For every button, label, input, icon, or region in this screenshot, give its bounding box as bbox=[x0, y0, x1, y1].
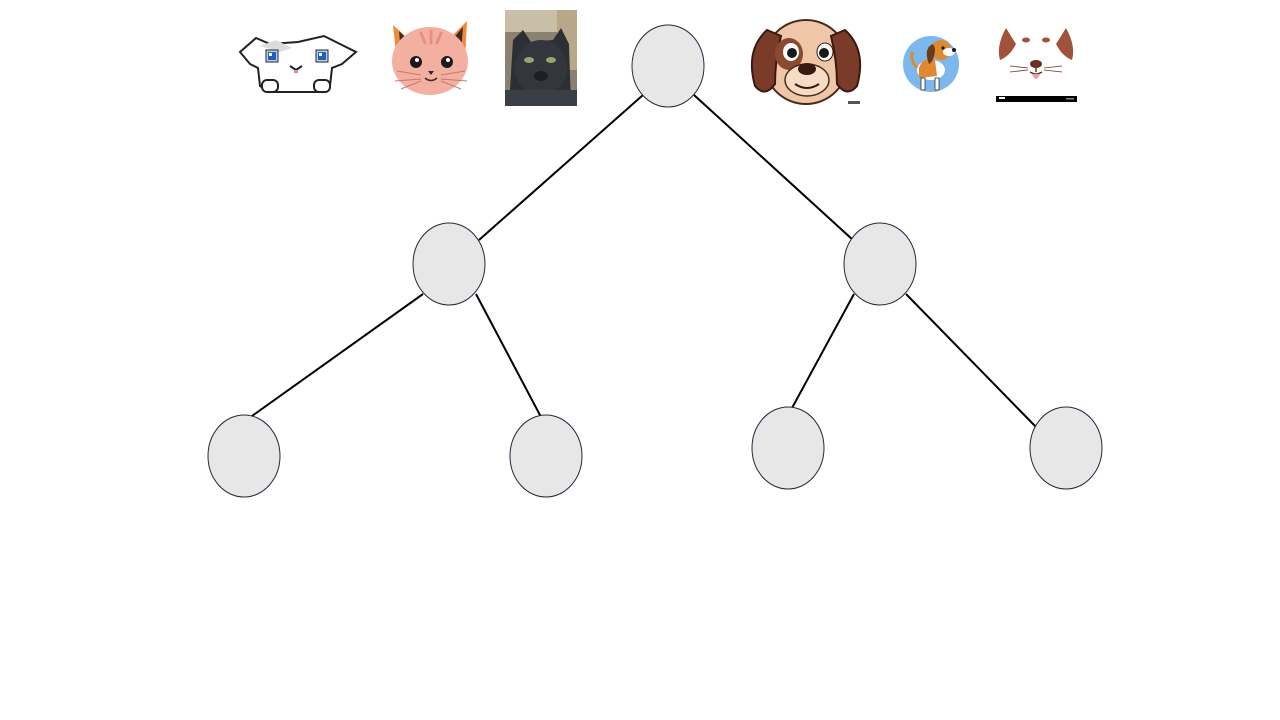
pixel-white-cat-image[interactable] bbox=[238, 34, 358, 93]
leaf-node-2[interactable] bbox=[509, 414, 583, 498]
photo-black-cat-image[interactable] bbox=[505, 10, 577, 106]
leaf-node-4[interactable] bbox=[1029, 406, 1103, 490]
cartoon-orange-cat-image[interactable] bbox=[392, 21, 468, 95]
edge-left-leaf1 bbox=[251, 293, 424, 417]
edge-root-left bbox=[478, 94, 644, 241]
leaf-node-1[interactable] bbox=[207, 414, 281, 498]
dog-face-sketch-image[interactable] bbox=[996, 28, 1077, 102]
edge-right-leaf4 bbox=[905, 293, 1038, 429]
right-child-node[interactable] bbox=[843, 222, 917, 306]
cartoon-brown-dog-image[interactable] bbox=[751, 19, 861, 105]
edge-root-right bbox=[693, 94, 854, 241]
leaf-node-3[interactable] bbox=[751, 406, 825, 490]
root-node[interactable] bbox=[631, 24, 705, 108]
tree-nodes bbox=[207, 24, 1103, 498]
edge-left-leaf2 bbox=[475, 293, 542, 418]
cartoon-beagle-image[interactable] bbox=[903, 36, 959, 92]
tree-edges bbox=[251, 94, 1038, 429]
edge-right-leaf3 bbox=[791, 293, 855, 409]
left-child-node[interactable] bbox=[412, 222, 486, 306]
